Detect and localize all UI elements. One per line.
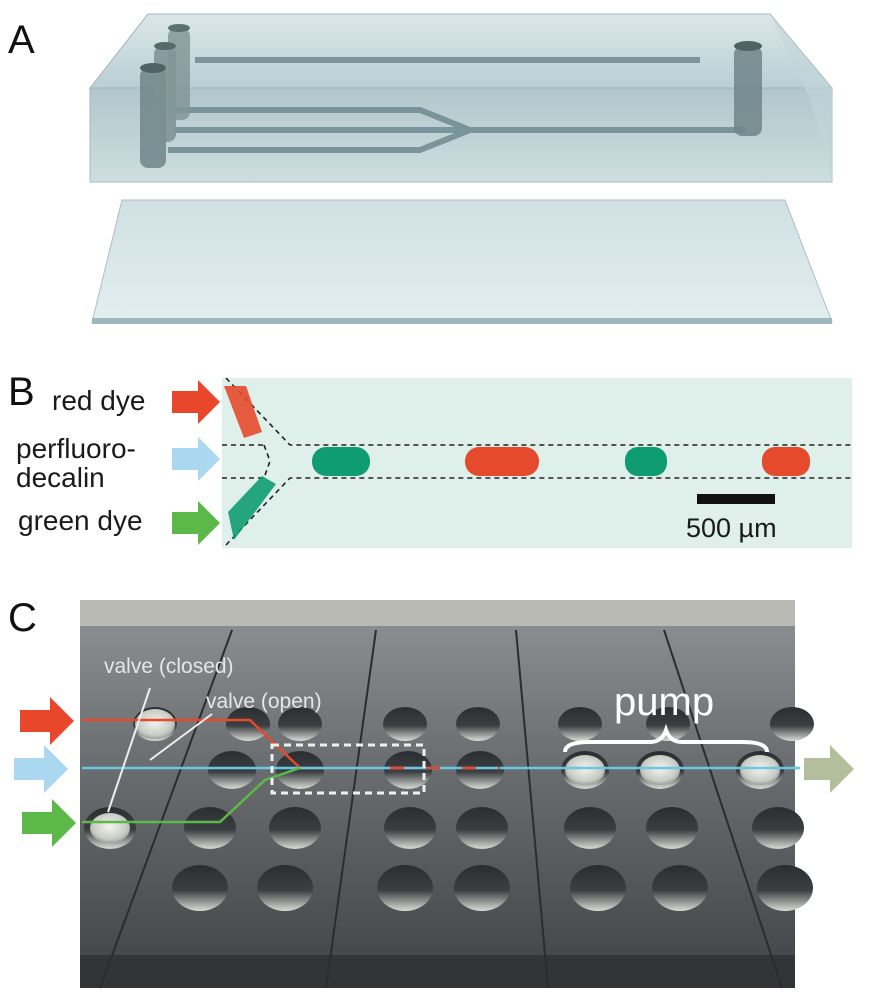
scale-bar [697, 494, 775, 504]
arrow-red-dye-icon [172, 380, 220, 424]
valve-hole [276, 751, 324, 789]
valve-hole [278, 707, 322, 741]
label-green-dye: green dye [18, 505, 143, 536]
arrow-green-input-icon [22, 799, 76, 847]
closed-valve [565, 755, 605, 785]
valve-hole [377, 865, 433, 911]
valve-hole [646, 807, 698, 849]
label-perfluorodecalin: perfluoro- decalin [16, 434, 136, 493]
valve-hole-grid [84, 707, 814, 911]
panel-a-chip [88, 13, 834, 183]
valve-hole [456, 751, 504, 789]
valve-hole [456, 707, 500, 741]
valve-hole [269, 807, 321, 849]
arrow-green-dye-icon [172, 501, 220, 545]
label-pump: pump [614, 680, 715, 724]
panel-label-c: C [8, 596, 37, 640]
red-dye-stream [224, 386, 262, 438]
arrow-output-icon [804, 745, 854, 793]
valve-hole [257, 865, 313, 911]
label-valve-closed: valve (closed) [104, 655, 234, 678]
panel-label-a: A [8, 18, 35, 62]
valve-hole [208, 751, 256, 789]
label-valve-open: valve (open) [206, 690, 322, 713]
label-leader-lines [107, 687, 213, 813]
panel-c-arrows [14, 697, 854, 847]
chip-inlet-posts [140, 24, 190, 168]
valve-hole [570, 865, 626, 911]
green-dye-stream [228, 476, 276, 540]
valve-hole [652, 865, 708, 911]
chip-channels [168, 57, 745, 153]
valve-hole [384, 807, 436, 849]
closed-valve [740, 755, 780, 785]
valve-hole [564, 807, 616, 849]
panel-a-glass-slide [91, 199, 833, 324]
valve-hole [226, 707, 270, 741]
device-top-edge [80, 600, 795, 628]
valve-hole [456, 807, 508, 849]
scale-bar-label: 500 µm [686, 513, 777, 543]
valve-hole [757, 865, 813, 911]
valve-hole [383, 707, 427, 741]
closed-valve [135, 709, 175, 739]
panel-b-arrows [172, 380, 220, 545]
valve-hole [558, 707, 602, 741]
valve-hole [752, 807, 804, 849]
label-red-dye: red dye [52, 385, 146, 416]
arrow-red-input-icon [20, 697, 74, 745]
label-perfluorodecalin-text: perfluoro- decalin [16, 433, 136, 494]
droplet-green [625, 447, 667, 476]
droplet-green [312, 447, 370, 476]
valve-hole [454, 865, 510, 911]
panel-b-micrograph [222, 377, 852, 548]
panel-c-device [80, 600, 814, 989]
valve-hole [646, 707, 690, 741]
arrow-perfluorodecalin-icon [172, 437, 220, 481]
closed-valve [90, 813, 130, 843]
valve-hole [172, 865, 228, 911]
droplet-red [762, 447, 810, 476]
droplet-formation-region [270, 743, 426, 795]
pump-brace [563, 723, 769, 753]
panel-label-b: B [8, 370, 35, 414]
closed-valve [640, 755, 680, 785]
valve-hole [770, 707, 814, 741]
valve-hole [384, 751, 432, 789]
device-grooves [99, 629, 783, 989]
chip-outlet-post [734, 41, 762, 136]
arrow-blue-input-icon [14, 745, 68, 793]
droplet-red [465, 447, 539, 476]
